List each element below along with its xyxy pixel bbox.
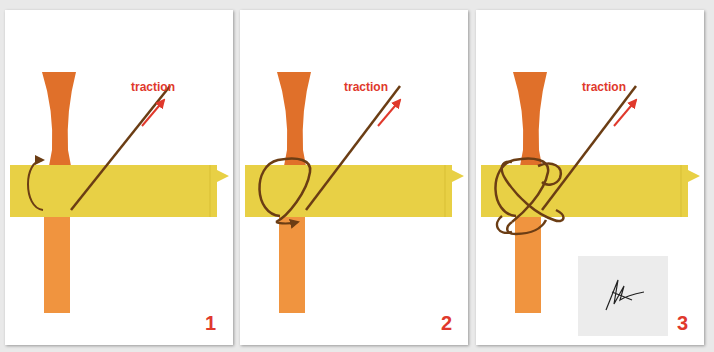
traction-arrow — [378, 100, 400, 126]
panel-number: 1 — [205, 312, 216, 335]
panel-number: 2 — [441, 312, 452, 335]
traction-label: traction — [582, 80, 626, 94]
cord-panel-3 — [495, 86, 636, 234]
cord — [306, 86, 400, 210]
cord-wrap — [502, 162, 564, 221]
signature-scribble — [606, 280, 644, 310]
panel-card — [476, 10, 704, 345]
cord-loop — [28, 160, 43, 210]
panel-card — [240, 10, 468, 345]
traction-arrow — [142, 100, 164, 126]
cord-wrap — [507, 220, 546, 234]
traction-arrow — [614, 100, 636, 126]
signature-box — [578, 256, 668, 336]
cord — [542, 86, 636, 210]
traction-label: traction — [131, 80, 175, 94]
cord — [71, 86, 170, 210]
panel-number: 3 — [677, 312, 688, 335]
cord-wrap — [497, 216, 512, 233]
cord-panel-2 — [259, 86, 400, 224]
panel-card — [5, 10, 233, 345]
traction-label: traction — [344, 80, 388, 94]
cord-panel-1 — [28, 86, 170, 210]
cord-loop — [259, 159, 310, 223]
cord-wrap — [538, 164, 561, 185]
cord-loop-end — [276, 222, 298, 224]
